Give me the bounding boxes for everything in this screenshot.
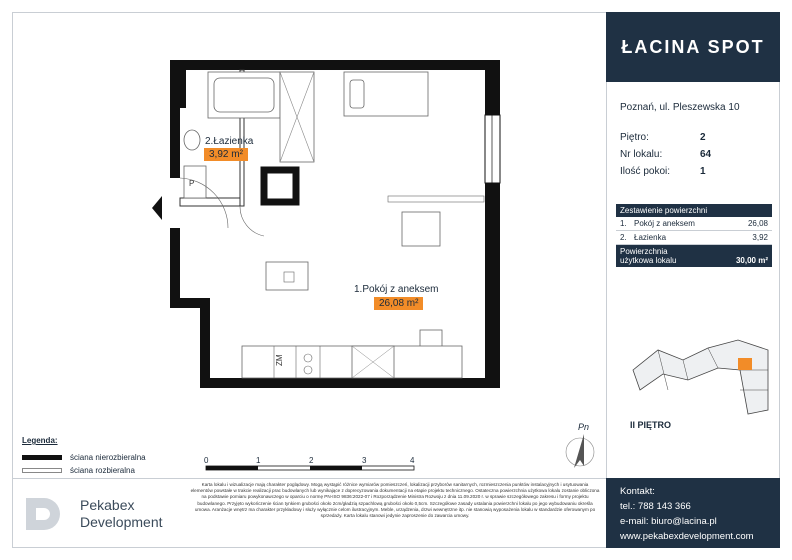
rooms-value: 1	[700, 166, 706, 177]
room2-name: 2.Łazienka	[205, 136, 254, 147]
panel-divider	[606, 12, 607, 478]
partition-wall-swatch	[22, 468, 62, 473]
area-total: Powierzchnia użytkowa lokalu 30,00 m²	[616, 245, 772, 267]
area-table: Zestawienie powierzchni 1. Pokój z aneks…	[616, 204, 772, 267]
building-keymap	[632, 339, 769, 415]
unit-highlight	[738, 358, 752, 370]
legend-row-partition: ściana rozbieralna	[22, 466, 146, 475]
total-label-1: Powierzchnia	[620, 247, 668, 256]
room1-area-badge: 26,08 m²	[374, 297, 424, 310]
scale-tick-3: 3	[362, 456, 367, 465]
scale-tick-0: 0	[204, 456, 209, 465]
partition-wall-label: ściana rozbieralna	[70, 466, 135, 475]
area-row-number: 1.	[620, 219, 627, 228]
legend-title: Legenda:	[22, 436, 58, 445]
compass-label: Pn	[578, 422, 589, 432]
rooms-label: Ilość pokoi:	[620, 166, 671, 177]
floor-value: 2	[700, 132, 706, 143]
contact-phone[interactable]: tel.: 788 143 366	[620, 501, 691, 512]
scale-bar: 0 1 2 3 4	[204, 456, 415, 471]
unit-value: 64	[700, 149, 712, 160]
area-row-label: Pokój z aneksem	[634, 219, 695, 228]
area-row-value: 3,92	[752, 233, 768, 242]
contact-website[interactable]: www.pekabexdevelopment.com	[620, 531, 754, 542]
footer-divider	[12, 478, 606, 479]
unit-info: Piętro: 2 Nr lokalu: 64 Ilość pokoi: 1	[620, 132, 770, 183]
keymap-floor-label: II PIĘTRO	[630, 420, 672, 430]
contact-box: Kontakt: tel.: 788 143 366 e-mail: biuro…	[606, 478, 780, 548]
page-frame	[12, 12, 780, 548]
area-row-label: Łazienka	[634, 233, 667, 242]
scale-tick-1: 1	[256, 456, 261, 465]
scale-tick-4: 4	[410, 456, 415, 465]
area-row: 1. Pokój z aneksem 26,08	[616, 217, 772, 231]
floor-plan: ZM P	[152, 60, 501, 388]
scale-tick-2: 2	[309, 456, 314, 465]
area-row: 2. Łazienka 3,92	[616, 231, 772, 245]
area-row-number: 2.	[620, 233, 627, 242]
compass-icon: Pn	[565, 422, 595, 468]
room2-area-badge: 3,92 m²	[204, 148, 248, 161]
legend: Legenda: ściana nierozbieralna ściana ro…	[22, 436, 146, 475]
contact-email[interactable]: e-mail: biuro@lacina.pl	[620, 516, 717, 527]
bearing-wall-swatch	[22, 455, 62, 460]
floor-label: Piętro:	[620, 132, 649, 143]
washer-label: P	[189, 179, 194, 188]
brand-logo: ŁACINA SPOT	[606, 12, 780, 82]
room1-name: 1.Pokój z aneksem	[354, 284, 439, 295]
fridge-label: ZM	[275, 354, 284, 366]
total-label-2: użytkowa lokalu	[620, 256, 677, 265]
developer-logo: Pekabex Development	[22, 494, 163, 534]
area-table-header: Zestawienie powierzchni	[616, 204, 772, 217]
address: Poznań, ul. Pleszewska 10	[620, 102, 740, 113]
total-value: 30,00 m²	[735, 256, 768, 265]
disclaimer-text: Karta lokalu i wizualizacje mają charakt…	[190, 482, 600, 519]
legend-row-bearing: ściana nierozbieralna	[22, 453, 146, 462]
area-row-value: 26,08	[747, 219, 768, 228]
unit-label: Nr lokalu:	[620, 149, 663, 160]
contact-title: Kontakt:	[620, 486, 655, 497]
developer-line2: Development	[80, 514, 163, 530]
pekabex-logo-icon	[26, 498, 60, 530]
bearing-wall-label: ściana nierozbieralna	[70, 453, 146, 462]
developer-line1: Pekabex	[80, 497, 135, 513]
info-panel: ŁACINA SPOT Poznań, ul. Pleszewska 10 Pi…	[606, 12, 780, 548]
